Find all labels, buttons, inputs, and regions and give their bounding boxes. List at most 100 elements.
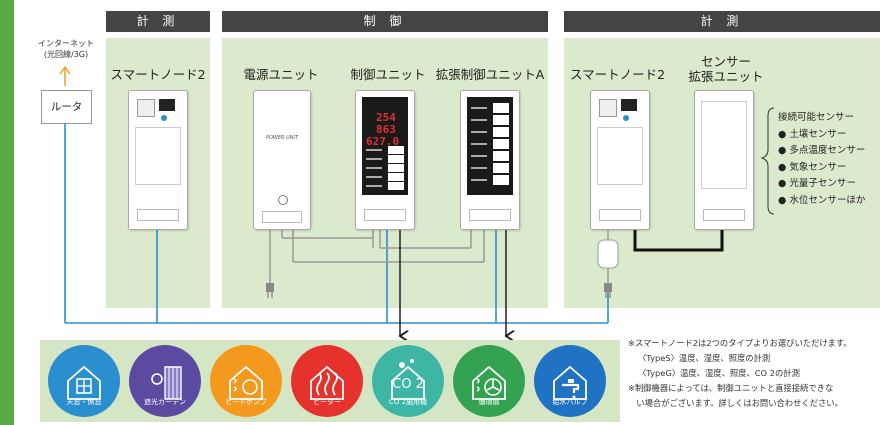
equipment-label: CO 2施用機 — [388, 398, 428, 406]
equipment-label: 循環扇 — [478, 398, 500, 406]
indicator-row-icon — [366, 167, 382, 169]
power-terminal — [262, 211, 302, 223]
power-plug-right — [604, 283, 612, 298]
note-line: 〈TypeS〉温度、湿度、照度の計測 — [638, 353, 771, 363]
fan-icon — [472, 365, 506, 400]
equipment-fan: 循環扇 — [453, 345, 525, 417]
title-smart-node-right: スマートノード2 — [570, 67, 666, 82]
heater-icon — [310, 365, 344, 400]
sensor-brace — [760, 107, 775, 215]
sensor-cable — [633, 228, 724, 252]
uplink-arrow-head — [59, 65, 71, 75]
relay-box — [493, 115, 509, 125]
relay-box — [388, 173, 404, 181]
equipment-label: ヒーター — [313, 398, 341, 406]
left-accent-bar — [0, 0, 14, 425]
relay-box — [388, 146, 404, 154]
ext-control-unit-device — [460, 90, 520, 230]
title-control-unit: 制御ユニット — [350, 67, 426, 82]
title-sensor-ext: センサー 拡張ユニット — [686, 54, 766, 84]
indicator-row-icon — [366, 176, 382, 178]
node-terminal — [599, 209, 641, 221]
equipment-label: ヒートポンプ — [225, 398, 267, 406]
relay-box — [493, 139, 509, 149]
co2-symbol: CO 2 — [392, 377, 424, 392]
smart-node-left-device — [128, 90, 188, 230]
node-panel — [597, 127, 643, 185]
node-display — [159, 99, 175, 111]
curtain-icon — [151, 366, 182, 400]
equipment-co2: CO 2 CO 2施用機 — [372, 345, 444, 417]
equipment-window: 天窓・側窓 — [48, 345, 120, 417]
window-icon — [67, 365, 101, 400]
indicator-row-icon — [366, 158, 382, 160]
sensor-ext-device — [694, 90, 754, 230]
equipment-curtain: 遮光カーテン — [129, 345, 201, 417]
sensor-item: ● 多点温度センサー — [778, 145, 866, 156]
indicator-row-icon — [471, 167, 487, 169]
indicator-row-icon — [471, 131, 487, 133]
note-line: ※スマートノード2は2つのタイプよりお選びいただけます。 — [628, 338, 852, 348]
indicator-row-icon — [366, 185, 382, 187]
equipment-heat-pump: ヒートポンプ — [210, 345, 282, 417]
relay-box — [493, 127, 509, 137]
relay-box — [493, 151, 509, 161]
note-line: い場合がございます。詳しくはお問い合わせください。 — [628, 398, 843, 408]
relay-box — [493, 163, 509, 173]
co2-icon — [391, 359, 425, 400]
internet-label: インターネット (光回線/3G) — [20, 38, 112, 60]
node-terminal — [137, 209, 179, 221]
title-sensor-ext-line1: センサー — [700, 54, 751, 69]
display-row3: 627.0 — [366, 135, 400, 148]
sensor-ext-terminal — [703, 209, 745, 221]
header-measure-right: 計 測 — [564, 11, 880, 32]
title-ext-control-unit: 拡張制御ユニットA — [435, 67, 545, 82]
node-sensor-window — [137, 99, 155, 117]
node-display — [621, 99, 637, 111]
display-row2: 863 — [376, 123, 396, 136]
power-plug-left — [266, 283, 274, 298]
relay-box — [493, 175, 509, 185]
equipment-label: 給水バルブ — [552, 398, 588, 406]
internet-line2: (光回線/3G) — [43, 50, 89, 59]
indicator-row-icon — [471, 179, 487, 181]
equipment-valve: 給水バルブ — [534, 345, 606, 417]
title-power-unit: 電源ユニット — [243, 67, 319, 82]
power-unit-device: POWER UNIT — [253, 90, 311, 230]
notes-block: ※スマートノード2は2つのタイプよりお選びいただけます。 〈TypeS〉温度、湿… — [628, 336, 852, 411]
display-row1: 254 — [376, 111, 396, 124]
power-lines — [269, 230, 485, 284]
control-terminal — [364, 209, 406, 221]
header-measure-left: 計 測 — [106, 11, 210, 32]
sensor-item: ● 気象センサー — [778, 161, 847, 173]
equipment-heater: ヒーター — [291, 345, 363, 417]
title-sensor-ext-line2: 拡張ユニット — [688, 69, 764, 84]
control-unit-device: 254 863 627.0 — [355, 90, 415, 230]
valve-icon — [553, 365, 587, 400]
sensor-list: 接続可能センサー ● 土壌センサー ● 多点温度センサー ● 気象センサー ● … — [778, 110, 865, 209]
note-line: ※制御機器によっては、制御ユニットと直接接続できな — [628, 383, 834, 393]
relay-box — [493, 103, 509, 113]
power-adapter — [597, 239, 619, 269]
sensor-item: ● 土壌センサー — [778, 128, 847, 140]
indicator-row-icon — [366, 149, 382, 151]
node-panel — [135, 127, 181, 185]
ext-display-panel — [467, 97, 513, 195]
relay-box — [388, 164, 404, 172]
node-indicator-icon — [161, 115, 167, 121]
sensor-list-title: 接続可能センサー — [778, 112, 855, 123]
equipment-label: 天窓・側窓 — [66, 398, 102, 406]
sensor-item: ● 水位センサーほか — [778, 194, 866, 206]
note-line: 〈TypeG〉温度、湿度、照度、CO 2の計測 — [638, 368, 800, 378]
indicator-row-icon — [471, 107, 487, 109]
node-indicator-icon — [623, 115, 629, 121]
indicator-row-icon — [471, 119, 487, 121]
control-display-panel: 254 863 627.0 — [362, 97, 408, 195]
smart-node-right-device — [590, 90, 650, 230]
power-switch-icon — [278, 195, 288, 205]
router-box: ルータ — [41, 90, 92, 124]
ext-terminal — [469, 209, 511, 221]
equipment-label: 遮光カーテン — [144, 398, 186, 406]
internet-line1: インターネット — [38, 39, 94, 48]
